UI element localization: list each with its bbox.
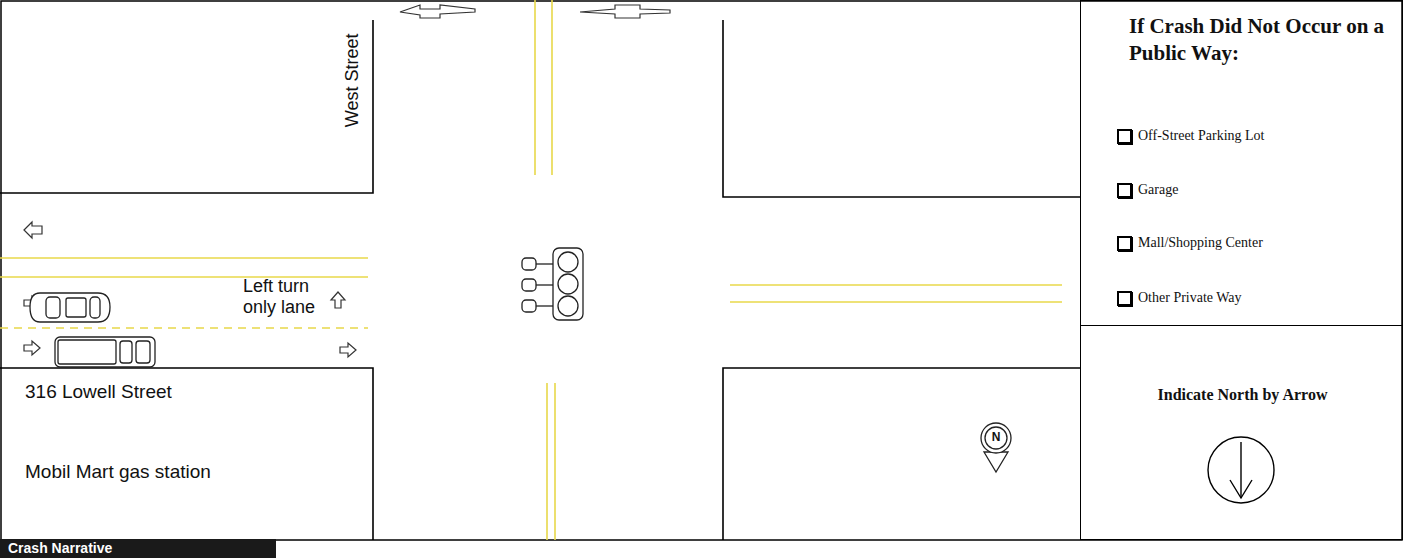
street-name: West Street	[342, 33, 363, 127]
form-panel: If Crash Did Not Occur on a Public Way: O…	[1080, 0, 1403, 326]
panel-heading: Indicate North by Arrow	[1081, 385, 1403, 406]
north-compass	[981, 423, 1011, 472]
lane-arrows	[24, 5, 670, 357]
vehicles	[30, 293, 155, 367]
checkbox-option: Off-Street Parking Lot	[1138, 127, 1265, 145]
lane-note: Left turn only lane	[243, 276, 338, 317]
checkbox-option: Mall/Shopping Center	[1138, 234, 1263, 252]
traffic-light	[522, 248, 583, 320]
north-arrow-circle	[1208, 437, 1274, 503]
street-edges	[0, 1, 1402, 540]
checkbox-option: Other Private Way	[1138, 289, 1242, 307]
checkbox	[1117, 291, 1132, 306]
checkbox	[1117, 129, 1132, 144]
location-name: Mobil Mart gas station	[25, 461, 211, 483]
checkbox	[1117, 183, 1132, 198]
north-letter: N	[992, 431, 1001, 445]
checkbox	[1117, 236, 1132, 251]
section-heading: Crash Narrative	[8, 540, 112, 556]
yellow-lines	[0, 0, 1062, 540]
narrative-bar	[0, 539, 276, 558]
checkbox-option: Garage	[1138, 181, 1178, 199]
form-panel: Indicate North by Arrow	[1080, 325, 1403, 540]
address: 316 Lowell Street	[25, 381, 172, 403]
panel-heading: If Crash Did Not Occur on a Public Way:	[1129, 13, 1391, 68]
